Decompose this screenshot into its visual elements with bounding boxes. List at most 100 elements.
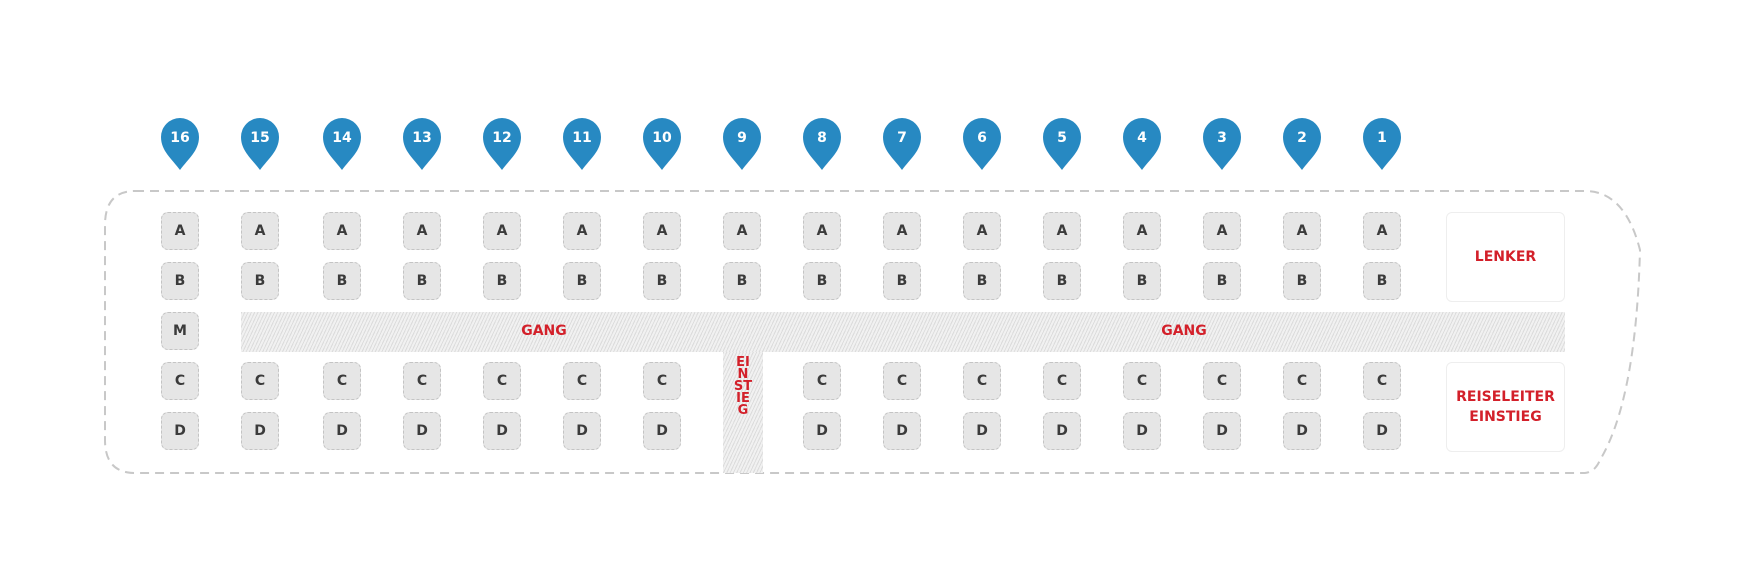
seat-c[interactable]: C: [643, 362, 681, 400]
seat-d[interactable]: D: [483, 412, 521, 450]
seat-a[interactable]: A: [883, 212, 921, 250]
row-marker-pin-icon: 6: [962, 117, 1002, 171]
row-marker-pin-icon: 10: [642, 117, 682, 171]
seat-d[interactable]: D: [161, 412, 199, 450]
row-marker-pin-icon: 14: [322, 117, 362, 171]
row-number: 14: [332, 130, 352, 146]
seat-c[interactable]: C: [1123, 362, 1161, 400]
seat-c[interactable]: C: [1043, 362, 1081, 400]
row-number: 9: [737, 130, 747, 146]
row-number: 7: [897, 130, 907, 146]
seat-middle[interactable]: M: [161, 312, 199, 350]
seat-c[interactable]: C: [1283, 362, 1321, 400]
seat-b[interactable]: B: [161, 262, 199, 300]
entrance-label: EINSTIEG: [733, 355, 753, 418]
seat-b[interactable]: B: [1363, 262, 1401, 300]
seat-d[interactable]: D: [1043, 412, 1081, 450]
seat-d[interactable]: D: [883, 412, 921, 450]
row-number: 6: [977, 130, 987, 146]
seat-a[interactable]: A: [161, 212, 199, 250]
entrance-aisle: [723, 352, 763, 473]
aisle-label-right: GANG: [1161, 323, 1207, 339]
seat-d[interactable]: D: [803, 412, 841, 450]
seat-a[interactable]: A: [1363, 212, 1401, 250]
row-number: 2: [1297, 130, 1307, 146]
seat-c[interactable]: C: [483, 362, 521, 400]
row-marker-pin-icon: 7: [882, 117, 922, 171]
seat-a[interactable]: A: [483, 212, 521, 250]
seat-d[interactable]: D: [1363, 412, 1401, 450]
seat-a[interactable]: A: [643, 212, 681, 250]
driver-label: LENKER: [1474, 249, 1537, 265]
seat-a[interactable]: A: [323, 212, 361, 250]
row-marker-pin-icon: 12: [482, 117, 522, 171]
seat-c[interactable]: C: [161, 362, 199, 400]
guide-label-line1: REISELEITER: [1456, 389, 1555, 405]
seat-d[interactable]: D: [1123, 412, 1161, 450]
aisle: [241, 312, 1565, 352]
row-marker-pin-icon: 16: [160, 117, 200, 171]
seat-d[interactable]: D: [241, 412, 279, 450]
guide-label-line2: EINSTIEG: [1469, 409, 1542, 425]
row-marker-pin-icon: 1: [1362, 117, 1402, 171]
seat-c[interactable]: C: [1203, 362, 1241, 400]
row-marker-pin-icon: 4: [1122, 117, 1162, 171]
seat-c[interactable]: C: [803, 362, 841, 400]
seat-c[interactable]: C: [241, 362, 279, 400]
row-number: 12: [492, 130, 512, 146]
row-number: 3: [1217, 130, 1227, 146]
seat-d[interactable]: D: [563, 412, 601, 450]
seat-d[interactable]: D: [1203, 412, 1241, 450]
seat-a[interactable]: A: [1043, 212, 1081, 250]
seat-b[interactable]: B: [1283, 262, 1321, 300]
seat-a[interactable]: A: [803, 212, 841, 250]
row-number: 13: [412, 130, 432, 146]
row-number: 10: [652, 130, 672, 146]
seat-b[interactable]: B: [1203, 262, 1241, 300]
seat-b[interactable]: B: [1043, 262, 1081, 300]
row-number: 16: [170, 130, 190, 146]
seat-a[interactable]: A: [1283, 212, 1321, 250]
row-number: 8: [817, 130, 827, 146]
seat-b[interactable]: B: [883, 262, 921, 300]
seat-d[interactable]: D: [1283, 412, 1321, 450]
seat-d[interactable]: D: [643, 412, 681, 450]
seat-d[interactable]: D: [403, 412, 441, 450]
row-marker-pin-icon: 5: [1042, 117, 1082, 171]
seat-a[interactable]: A: [723, 212, 761, 250]
row-marker-pin-icon: 15: [240, 117, 280, 171]
guide-entrance-area: REISELEITER EINSTIEG: [1446, 362, 1565, 452]
seat-d[interactable]: D: [963, 412, 1001, 450]
seat-a[interactable]: A: [403, 212, 441, 250]
seat-b[interactable]: B: [643, 262, 681, 300]
seat-b[interactable]: B: [323, 262, 361, 300]
driver-area: LENKER: [1446, 212, 1565, 302]
row-marker-pin-icon: 13: [402, 117, 442, 171]
seat-a[interactable]: A: [241, 212, 279, 250]
seat-b[interactable]: B: [963, 262, 1001, 300]
seat-d[interactable]: D: [323, 412, 361, 450]
seat-b[interactable]: B: [723, 262, 761, 300]
seat-b[interactable]: B: [241, 262, 279, 300]
seat-b[interactable]: B: [483, 262, 521, 300]
seat-b[interactable]: B: [403, 262, 441, 300]
seat-c[interactable]: C: [323, 362, 361, 400]
seat-c[interactable]: C: [883, 362, 921, 400]
seat-c[interactable]: C: [1363, 362, 1401, 400]
seat-a[interactable]: A: [1123, 212, 1161, 250]
seat-c[interactable]: C: [403, 362, 441, 400]
seat-a[interactable]: A: [1203, 212, 1241, 250]
seat-c[interactable]: C: [963, 362, 1001, 400]
seat-b[interactable]: B: [1123, 262, 1161, 300]
seat-c[interactable]: C: [563, 362, 601, 400]
row-number: 5: [1057, 130, 1067, 146]
seat-b[interactable]: B: [563, 262, 601, 300]
row-number: 4: [1137, 130, 1147, 146]
seat-a[interactable]: A: [963, 212, 1001, 250]
seat-a[interactable]: A: [563, 212, 601, 250]
seat-b[interactable]: B: [803, 262, 841, 300]
row-marker-pin-icon: 3: [1202, 117, 1242, 171]
row-number: 11: [572, 130, 592, 146]
aisle-label-left: GANG: [521, 323, 567, 339]
